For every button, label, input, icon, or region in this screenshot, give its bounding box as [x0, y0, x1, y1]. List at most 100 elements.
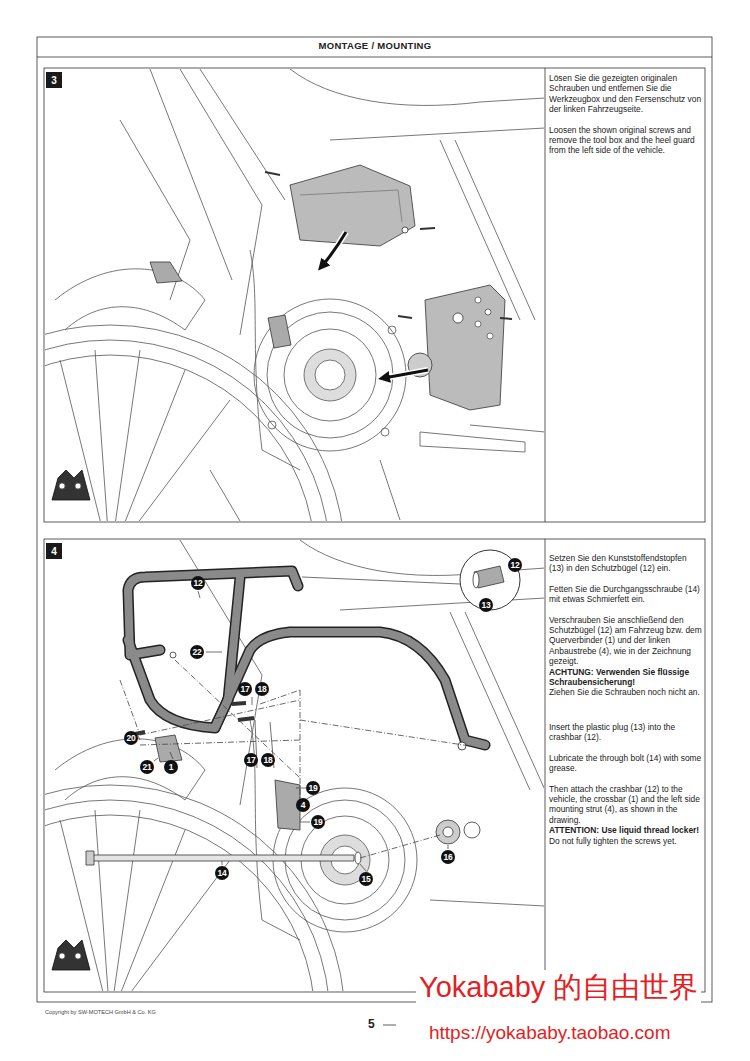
step3-illustration [200, 69, 285, 200]
step3-illustration [45, 340, 330, 521]
callout-number: 13 [479, 598, 493, 612]
step4-illustration [138, 736, 140, 740]
step4-illustration [110, 830, 185, 991]
step3-illustration [110, 400, 230, 521]
callout-number: 19 [311, 815, 325, 829]
step-number-text: 4 [51, 546, 57, 557]
instruction-paragraph: Fetten Sie die Durchgangsschraube (14) m… [549, 584, 703, 605]
callout-number: 22 [190, 645, 204, 659]
step-number-text: 3 [51, 75, 57, 86]
step3-illustration [300, 190, 402, 222]
step4-illustration [128, 571, 298, 655]
step3-illustration [75, 483, 81, 489]
step3-illustration [180, 69, 262, 335]
page-title: MONTAGE / MOUNTING [0, 40, 750, 51]
instruction-text: Lösen Sie die gezeigten originalen Schra… [549, 73, 703, 156]
step4-illustration [458, 742, 466, 750]
step4-illustration [302, 577, 460, 584]
instruction-paragraph: Lösen Sie die gezeigten originalen Schra… [549, 73, 703, 115]
callout-number: 12 [191, 576, 205, 590]
step4-illustration [55, 739, 205, 800]
step4-illustration [340, 598, 544, 610]
step3-illustration [470, 425, 544, 432]
step4-illustration [170, 752, 173, 759]
page-frame [44, 539, 705, 992]
step3-illustration [120, 120, 190, 300]
step3-illustration [315, 360, 345, 390]
step4-illustration [360, 864, 366, 871]
watermark: Yokababy 的自由世界 [416, 970, 701, 1004]
step3-illustration [284, 329, 376, 421]
instruction-paragraph: Do not fully tighten the screws yet. [549, 836, 703, 846]
step3-illustration [388, 326, 396, 334]
step4-illustration [436, 820, 460, 844]
instruction-paragraph: Loosen the shown original screws and rem… [549, 125, 703, 156]
instruction-paragraph: Insert the plastic plug (13) into the cr… [549, 722, 703, 743]
step4-illustration [430, 900, 544, 906]
step4-illustration [75, 953, 81, 959]
step3-illustration [59, 483, 65, 489]
page-frame [383, 1025, 396, 1026]
step3-illustration [150, 262, 182, 283]
page-frame [44, 68, 705, 522]
step4-illustration [120, 660, 470, 858]
step3-illustration [402, 227, 408, 233]
step3-illustration [425, 285, 505, 410]
step4-illustration [222, 861, 223, 865]
step4-illustration [128, 571, 298, 655]
callout-number: 19 [306, 781, 320, 795]
instruction-paragraph: Verschrauben Sie anschließend den Schutz… [549, 615, 703, 667]
step3-illustration [475, 297, 481, 303]
page-frame [37, 37, 712, 1025]
step4-illustration [206, 652, 222, 653]
page-number: 5 [368, 1017, 375, 1031]
step4-illustration [128, 632, 485, 745]
step3-illustration [290, 165, 415, 246]
step4-illustration [232, 703, 246, 704]
step3-illustration [250, 250, 300, 470]
step4-illustration [95, 810, 110, 991]
step4-illustration [155, 735, 182, 762]
step3-illustration [322, 232, 346, 266]
step4-illustration [52, 940, 90, 970]
step4-illustration [45, 815, 315, 991]
page-frame [545, 539, 546, 992]
step3-illustration [45, 325, 345, 521]
step4-illustration [300, 690, 301, 800]
step4-illustration [175, 660, 300, 778]
step3-illustration [304, 349, 356, 401]
step3-illustration [268, 421, 276, 429]
page-frame [545, 68, 546, 522]
step4-illustration [59, 953, 65, 959]
callout-number: 16 [441, 850, 455, 864]
step3-illustration [322, 232, 346, 266]
step4-illustration [86, 851, 94, 865]
step3-illustration [55, 269, 205, 330]
step3-illustration [380, 460, 400, 520]
copyright-note: Copyright by SW-MOTECH GmbH & Co. KG [45, 1009, 156, 1016]
step3-illustration [267, 312, 393, 438]
callout-number: 15 [359, 872, 373, 886]
step3-illustration [45, 355, 315, 521]
step3-illustration [384, 370, 428, 378]
step3-illustration [210, 470, 240, 521]
watermark-url: https://yokababy.taobao.com [426, 1021, 674, 1045]
instruction-text: Setzen Sie den Kunststoffendstopfen (13)… [549, 553, 703, 846]
step4-illustration [474, 566, 504, 588]
callout-number: 21 [140, 760, 154, 774]
step4-illustration [92, 855, 354, 861]
step3-illustration [268, 315, 291, 348]
step4-illustration [450, 612, 530, 790]
callout-number: 18 [261, 753, 275, 767]
callout-number: 1 [164, 760, 178, 774]
step3-illustration [265, 172, 280, 175]
step3-illustration [487, 333, 493, 339]
step4-illustration [464, 822, 480, 838]
instruction-paragraph: ACHTUNG: Verwenden Sie flüssige Schraube… [549, 667, 703, 688]
step3-illustration [420, 228, 435, 229]
instruction-paragraph: Then attach the crashbar (12) to the veh… [549, 784, 703, 826]
step4-illustration [170, 652, 176, 658]
callout-number: 14 [215, 866, 229, 880]
